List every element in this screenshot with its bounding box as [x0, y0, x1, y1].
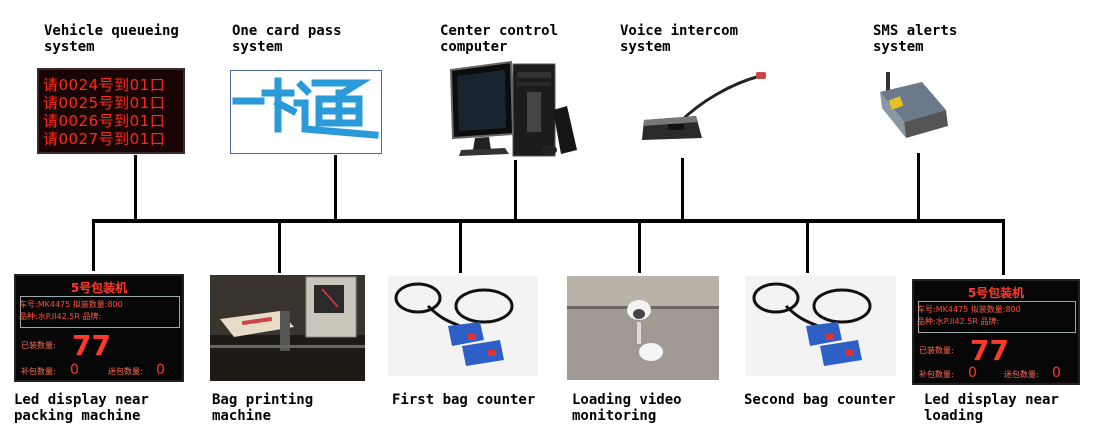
bag-printing-photo — [210, 275, 365, 381]
led-display-loading: 5号包装机 车号:MK4475 拟装数量:800 品种:水P.II42.5R 品… — [912, 279, 1080, 385]
label-center-control: Center control computer — [440, 23, 559, 55]
connector-second-bag-counter — [806, 221, 809, 273]
label-second-bag-counter: Second bag counter — [744, 392, 896, 408]
one-card-logo-box — [230, 70, 382, 154]
led-display-packing: 5号包装机 车号:MK4475 拟装数量:800 品种:水P.II42.5R 品… — [14, 274, 184, 382]
loading-video-photo — [567, 276, 719, 380]
connector-sms-alerts — [917, 153, 920, 221]
label-first-bag-counter: First bag counter — [392, 392, 536, 408]
connector-voice-intercom — [681, 158, 684, 221]
connector-loading-video — [638, 221, 641, 273]
connector-led-packing — [92, 219, 95, 271]
second-bag-counter-photo — [746, 276, 896, 376]
connector-one-card-pass — [334, 155, 337, 221]
dome-camera-icon — [567, 276, 719, 380]
one-card-logo — [232, 77, 379, 139]
connector-first-bag-counter — [459, 221, 462, 273]
sms-modem-icon — [880, 72, 948, 138]
computer-icon — [449, 60, 577, 157]
connector-vehicle-queueing — [134, 155, 137, 221]
label-voice-intercom: Voice intercom system — [620, 23, 739, 55]
connector-led-loading — [1002, 219, 1005, 275]
label-sms-alerts: SMS alerts system — [873, 23, 958, 55]
label-led-near-packing: Led display near packing machine — [14, 392, 149, 424]
bag-printing-machine-icon — [210, 275, 365, 381]
microphone-icon — [642, 72, 766, 140]
bus-line — [92, 219, 1005, 223]
photoelectric-sensor-icon — [752, 282, 872, 366]
photoelectric-sensor-icon — [394, 282, 514, 366]
label-vehicle-queueing: Vehicle queueing system — [44, 23, 179, 55]
connector-center-control — [514, 160, 517, 221]
queue-led-sign: 请0024号到01口 请0025号到01口 请0026号到01口 请0027号到… — [37, 68, 185, 154]
label-bag-printing: Bag printing machine — [212, 392, 314, 424]
label-led-near-loading: Led display near loading — [924, 392, 1059, 424]
label-one-card-pass: One card pass system — [232, 23, 342, 55]
first-bag-counter-photo — [388, 276, 538, 376]
label-loading-video: Loading video monitoring — [572, 392, 682, 424]
connector-bag-printing — [278, 221, 281, 273]
